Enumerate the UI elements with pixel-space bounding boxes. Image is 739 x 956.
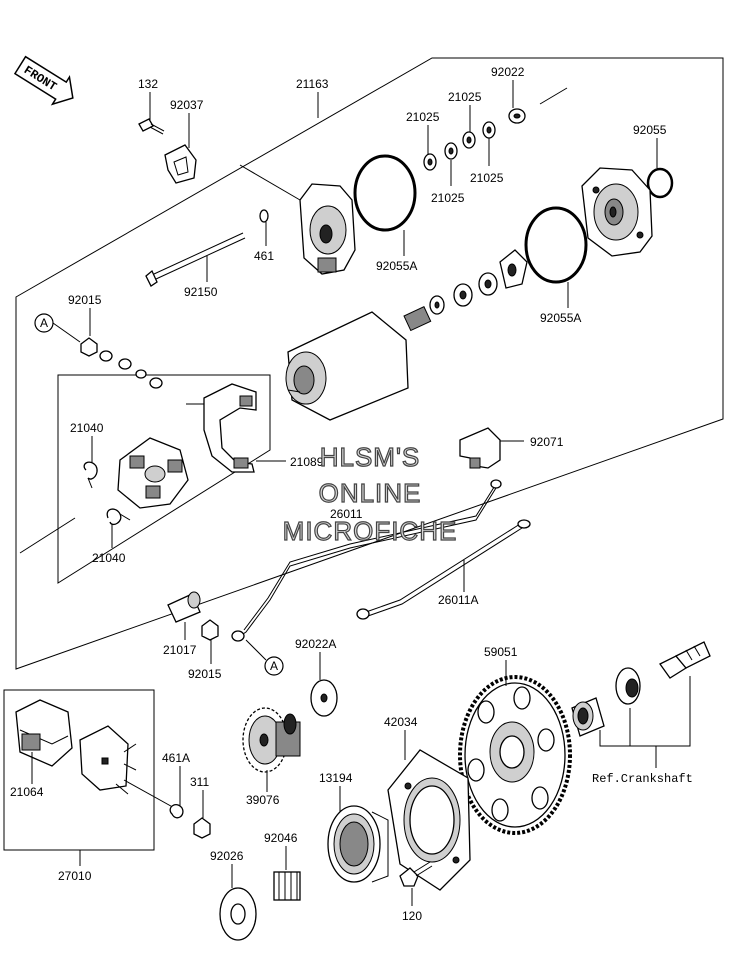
brush-holder-frame <box>57 374 271 584</box>
label-21017: 21017 <box>163 643 197 657</box>
watermark-line-3: MICROFICHE <box>283 516 458 546</box>
callout-a-upper: A <box>34 313 81 343</box>
label-92026: 92026 <box>210 849 244 863</box>
watermark-line-1: HLSM'S <box>320 442 421 472</box>
clutch-hub-13194-part <box>327 805 389 883</box>
front-cover-part <box>581 167 653 257</box>
label-21064: 21064 <box>10 785 44 799</box>
label-92055a-upper: 92055A <box>376 259 417 273</box>
label-21163: 21163 <box>296 77 329 91</box>
label-27010: 27010 <box>58 869 92 883</box>
terminal-cap-92071-part <box>459 427 501 469</box>
axis-line-lower <box>19 517 76 554</box>
label-92022: 92022 <box>491 65 525 79</box>
callout-letter: A <box>40 316 48 330</box>
o-ring-92055a-lower-part <box>524 206 588 284</box>
motor-yoke-part <box>285 306 432 421</box>
label-92150: 92150 <box>184 285 218 299</box>
grommet-461a-part <box>169 804 184 819</box>
starter-relay-27010-part <box>79 725 137 795</box>
label-92015-upper: 92015 <box>68 293 102 307</box>
label-92022a: 92022A <box>295 637 336 651</box>
starter-clutch-42034-part <box>387 749 471 891</box>
bracket-92037-part <box>164 144 197 184</box>
brush-holder-part <box>117 437 189 509</box>
spring-21040-upper-part <box>83 461 98 489</box>
label-21025-right: 21025 <box>470 171 504 185</box>
label-21089: 21089 <box>290 455 324 469</box>
label-132: 132 <box>138 77 158 91</box>
idle-gear-39076-part <box>242 707 301 773</box>
axis-line-upper <box>539 87 568 105</box>
label-92046: 92046 <box>264 831 298 845</box>
label-26011: 26011 <box>330 507 363 521</box>
rear-cover-part <box>299 183 356 275</box>
label-461a: 461A <box>162 751 190 765</box>
label-26011a: 26011A <box>438 593 478 607</box>
label-13194: 13194 <box>319 771 353 785</box>
cable-26011a-part <box>365 523 521 613</box>
label-21025-bottom: 21025 <box>431 191 465 205</box>
o-ring-92055-part <box>646 167 674 199</box>
relay-group-frame <box>3 689 155 851</box>
crankshaft-washer-part <box>615 667 641 705</box>
brush-plate-21089-part <box>186 383 257 473</box>
callout-letter: A <box>270 659 278 673</box>
bushing-21017-part <box>167 591 201 623</box>
relay-mount-line <box>123 779 179 811</box>
label-ref-crankshaft: Ref.Crankshaft <box>592 772 693 786</box>
crankshaft-bushing-part <box>571 697 605 737</box>
callout-a-lower: A <box>245 639 284 676</box>
ref-crankshaft-bracket <box>599 676 691 768</box>
bolt-120-part <box>399 861 433 887</box>
cable-26011-part <box>239 487 497 637</box>
label-311: 311 <box>190 775 209 789</box>
axis-line-bracket <box>239 164 301 201</box>
label-59051: 59051 <box>484 645 518 659</box>
label-21025-top: 21025 <box>448 90 482 104</box>
label-21040-upper: 21040 <box>70 421 104 435</box>
starter-group-frame <box>15 57 724 670</box>
washer-461-part <box>259 209 269 223</box>
terminal-nuts-92015-part <box>80 337 163 389</box>
through-bolt-92150-part <box>145 232 246 287</box>
bolt-132-part <box>138 118 165 135</box>
label-92037: 92037 <box>170 98 204 112</box>
watermark-line-2: ONLINE <box>319 478 422 508</box>
leader-lines <box>31 80 658 906</box>
o-ring-92055a-upper-part <box>353 154 417 232</box>
label-21025-left: 21025 <box>406 110 440 124</box>
label-39076: 39076 <box>246 793 280 807</box>
label-21040-lower: 21040 <box>92 551 126 565</box>
nut-92015-lower-part <box>201 619 219 641</box>
relay-boot-21064-part <box>15 699 73 767</box>
front-arrow-badge: FRONT <box>13 55 74 106</box>
label-120: 120 <box>402 909 422 923</box>
armature-washers-part <box>429 249 528 315</box>
crankshaft-bolt-part <box>659 641 711 679</box>
label-92071: 92071 <box>530 435 564 449</box>
label-92055a-lower: 92055A <box>540 311 581 325</box>
label-92015-lower: 92015 <box>188 667 222 681</box>
label-461: 461 <box>254 249 274 263</box>
label-42034: 42034 <box>384 715 418 729</box>
starter-gear-59051-part <box>458 675 572 835</box>
label-92055: 92055 <box>633 123 667 137</box>
nut-311-part <box>193 817 211 839</box>
washers-21025-part <box>423 108 526 171</box>
spring-21040-lower-part <box>106 508 131 526</box>
watermark: HLSM'S ONLINE MICROFICHE <box>282 441 458 546</box>
needle-bearing-92046-part <box>273 871 301 901</box>
